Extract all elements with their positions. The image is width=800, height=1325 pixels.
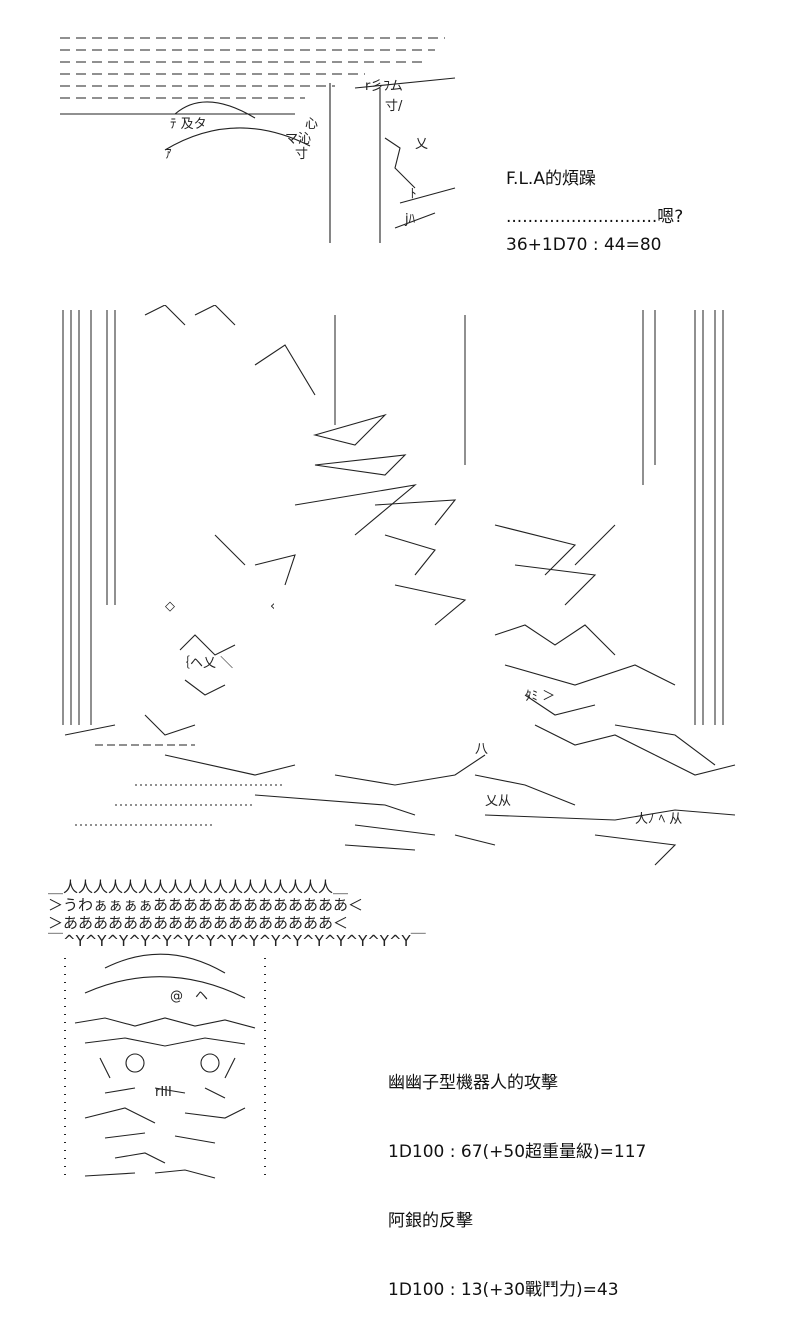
bottom-caption-line-4: 1D100 : 13(+30戰鬥力)=43 bbox=[388, 1280, 619, 1300]
ascii-art-top: r彡ﾌム 寸/ ﾃ 及タ 心 マ沁 寸 ｱ 乂 ﾄ jﾊ bbox=[60, 37, 456, 243]
ascii-art-bottom: @ ヘ rIII bbox=[64, 953, 266, 1179]
bottom-caption: 幽幽子型機器人的攻擊 1D100 : 67(+50超重量級)=117 阿銀的反擊… bbox=[388, 1026, 646, 1325]
svg-text:jﾊ: jﾊ bbox=[404, 212, 416, 227]
svg-text:寸: 寸 bbox=[295, 147, 308, 162]
top-caption: F.L.A的煩躁 36+1D70 : 44=80 bbox=[506, 124, 661, 278]
svg-text:八: 八 bbox=[475, 742, 488, 757]
svg-text:マ沁: マ沁 bbox=[285, 132, 311, 147]
shout-line-4: ￣^Y^Y^Y^Y^Y^Y^Y^Y^Y^Y^Y^Y^Y^Y^Y^Y￣ bbox=[48, 932, 426, 950]
svg-text:‹: ‹ bbox=[270, 599, 275, 614]
svg-text:心: 心 bbox=[305, 117, 318, 132]
top-caption-line-1: F.L.A的煩躁 bbox=[506, 169, 596, 189]
shout-line-2: ＞うわぁぁぁぁあああああああああああああ＜ bbox=[48, 896, 364, 914]
top-caption-line-2: 36+1D70 : 44=80 bbox=[506, 235, 662, 255]
svg-text:｛ヘ乂 ＼: ｛ヘ乂 ＼ bbox=[177, 656, 233, 671]
svg-text:@: @ bbox=[170, 989, 183, 1004]
svg-text:寸/: 寸/ bbox=[385, 99, 403, 114]
svg-text:ｱ: ｱ bbox=[165, 147, 172, 162]
svg-text:乂从: 乂从 bbox=[485, 794, 511, 809]
ascii-art-middle: ◇ ‹ ｛ヘ乂 ＼ ﾀﾐ ＞ 乂从 人ﾉ ﾍ 从 八 bbox=[62, 305, 736, 866]
bottom-caption-line-1: 幽幽子型機器人的攻擊 bbox=[388, 1073, 558, 1093]
shout-line-3: ＞ああああああああああああああああああ＜ bbox=[48, 914, 349, 932]
top-caption-remark: ............................嗯? bbox=[506, 207, 684, 227]
svg-text:人ﾉ ﾍ 从: 人ﾉ ﾍ 从 bbox=[635, 812, 682, 827]
svg-text:rIII: rIII bbox=[155, 1085, 172, 1100]
svg-text:r彡ﾌム: r彡ﾌム bbox=[365, 79, 403, 94]
svg-text:ﾄ: ﾄ bbox=[410, 187, 417, 202]
bottom-caption-line-3: 阿銀的反擊 bbox=[388, 1211, 473, 1231]
svg-text:ヘ: ヘ bbox=[195, 989, 208, 1004]
svg-text:◇: ◇ bbox=[165, 599, 175, 614]
shout-line-1: ＿人人人人人人人人人人人人人人人人人人＿ bbox=[48, 878, 349, 896]
svg-text:乂: 乂 bbox=[415, 137, 428, 152]
bottom-caption-line-2: 1D100 : 67(+50超重量級)=117 bbox=[388, 1142, 647, 1162]
svg-text:ﾃ 及タ: ﾃ 及タ bbox=[170, 117, 207, 132]
svg-text:ﾀﾐ ＞: ﾀﾐ ＞ bbox=[525, 689, 555, 704]
